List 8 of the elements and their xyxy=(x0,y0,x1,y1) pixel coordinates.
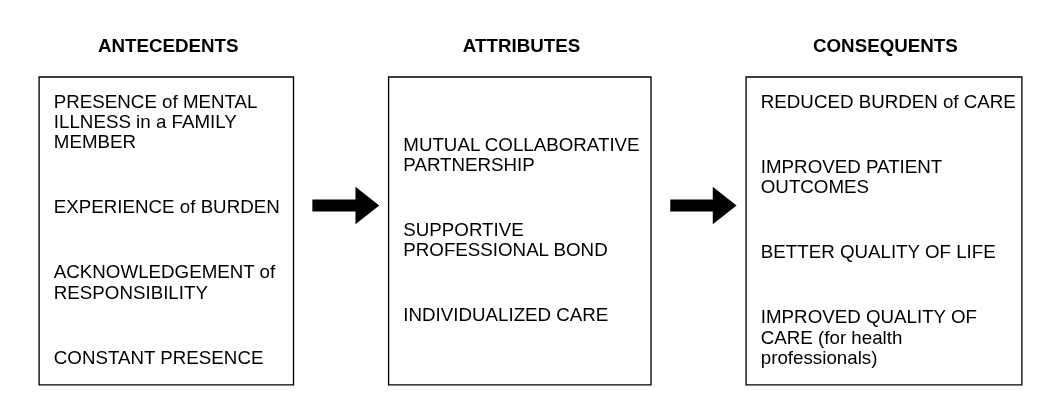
node-label: ANTECEDENTS xyxy=(97,34,239,56)
node-box: MUTUAL COLLABORATIVE PARTNERSHIP SUPPORTIVE PROFESSIONAL BOND INDIVIDUALIZED CARE xyxy=(387,76,652,386)
arrow xyxy=(669,186,737,225)
node-label: ATTRIBUTES xyxy=(462,34,580,56)
node-box: REDUCED BURDEN of CARE IMPROVED PATIENT OUTCOMES BETTER QUALITY OF LIFE IMPROVED QUALITY OF CARE (for health professionals) xyxy=(744,76,1023,386)
node-label: CONSEQUENTS xyxy=(812,34,958,56)
node-box: PRESENCE of MENTAL ILLNESS in a FAMILY MEMBER EXPERIENCE of BURDEN ACKNOWLEDGEMENT of RESPONSIBILITY CONSTANT PRESENCE xyxy=(37,76,294,386)
arrow xyxy=(311,186,379,225)
